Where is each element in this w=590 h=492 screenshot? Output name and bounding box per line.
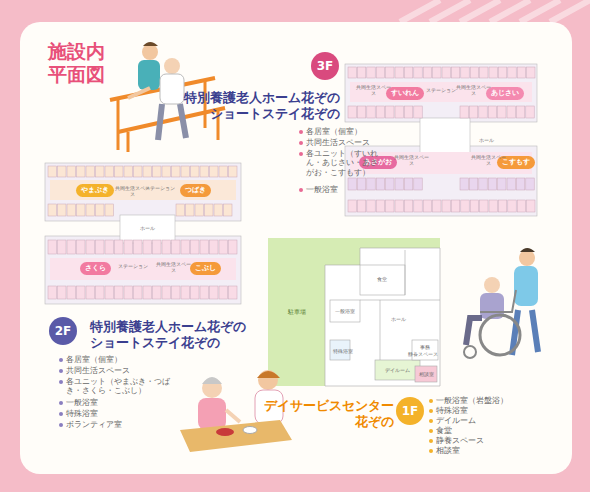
node-text: 2F	[55, 324, 72, 338]
room-label: ホール	[385, 316, 411, 322]
floor-badge: 3F	[311, 52, 339, 80]
list-item: 一般浴室（岩盤浴）	[428, 396, 536, 405]
list-item: 静養スペース	[428, 436, 536, 445]
unit-oval: さくら	[80, 262, 111, 275]
room-label: ホール	[135, 226, 159, 232]
floor-heading: 特別養護老人ホーム花ぞの ショートステイ花ぞの	[180, 90, 340, 121]
unit-oval: すいれん	[386, 87, 424, 100]
list-item: 食堂	[428, 426, 536, 435]
list-item: 一般浴室	[58, 398, 176, 407]
room-label: 駐車場	[282, 308, 312, 316]
room-label: 相談室	[414, 371, 438, 377]
node-text: あじさい	[491, 89, 519, 98]
room-label: 一般浴室	[331, 308, 359, 314]
node-text: 1F	[402, 404, 419, 418]
page-title: 施設内 平面図	[48, 40, 114, 86]
node-text: こぶし	[195, 264, 216, 273]
unit-oval: あじさい	[486, 87, 524, 100]
list-item: 共同生活スペース	[58, 366, 176, 375]
floor-heading: 特別養護老人ホーム花ぞの ショートステイ花ぞの	[90, 319, 260, 350]
list-item: 特殊浴室	[58, 409, 176, 418]
room-label: 食堂	[368, 276, 396, 282]
unit-oval: こぶし	[190, 262, 221, 275]
floor-heading: デイサービスセンター 花ぞの	[262, 398, 394, 429]
unit-oval: つばき	[180, 184, 211, 197]
room-label: ステーション	[145, 186, 175, 192]
room-label: 共同生活スペース	[355, 85, 391, 96]
list-item: デイルーム	[428, 416, 536, 425]
room-label: 共同生活スペース	[455, 85, 491, 96]
list-item: ボランティア室	[58, 420, 176, 429]
unit-oval: やまぶき	[76, 184, 114, 197]
room-label: 共同生活スペース	[155, 262, 191, 273]
list-item: 各ユニット（すいれん・あじさい・あさがお・こすもす）	[298, 149, 384, 177]
list-item: 一般浴室	[298, 185, 386, 194]
room-label: 共同生活スペース	[393, 155, 429, 166]
room-label: ホール	[474, 138, 498, 144]
node-text: こすもす	[502, 158, 530, 167]
room-label: 共同生活スペース	[114, 186, 150, 197]
room-label: 事務	[413, 344, 437, 350]
room-label: ステーション	[118, 264, 148, 270]
list-item: 相談室	[428, 446, 536, 455]
node-text: つばき	[185, 186, 206, 195]
node-text: 3F	[317, 59, 334, 73]
room-label: ステーション	[426, 88, 456, 94]
node-text: やまぶき	[81, 186, 109, 195]
floor-badge: 1F	[396, 397, 424, 425]
node-text: すいれん	[391, 89, 419, 98]
node-text: さくら	[85, 264, 106, 273]
room-label: 静養スペース	[406, 352, 440, 358]
list-item: 特殊浴室	[428, 406, 536, 415]
list-item: 各居室（個室）	[298, 127, 386, 136]
list-item: 各ユニット（やまぶき・つばき・さくら・こぶし）	[58, 377, 176, 396]
list-item: 各居室（個室）	[58, 355, 176, 364]
room-label: 共同生活スペース	[470, 155, 506, 166]
room-label: デイルーム	[380, 367, 414, 373]
floor-badge: 2F	[49, 317, 77, 345]
list-item: 共同生活スペース	[298, 138, 386, 147]
room-label: 特殊浴室	[329, 348, 357, 354]
